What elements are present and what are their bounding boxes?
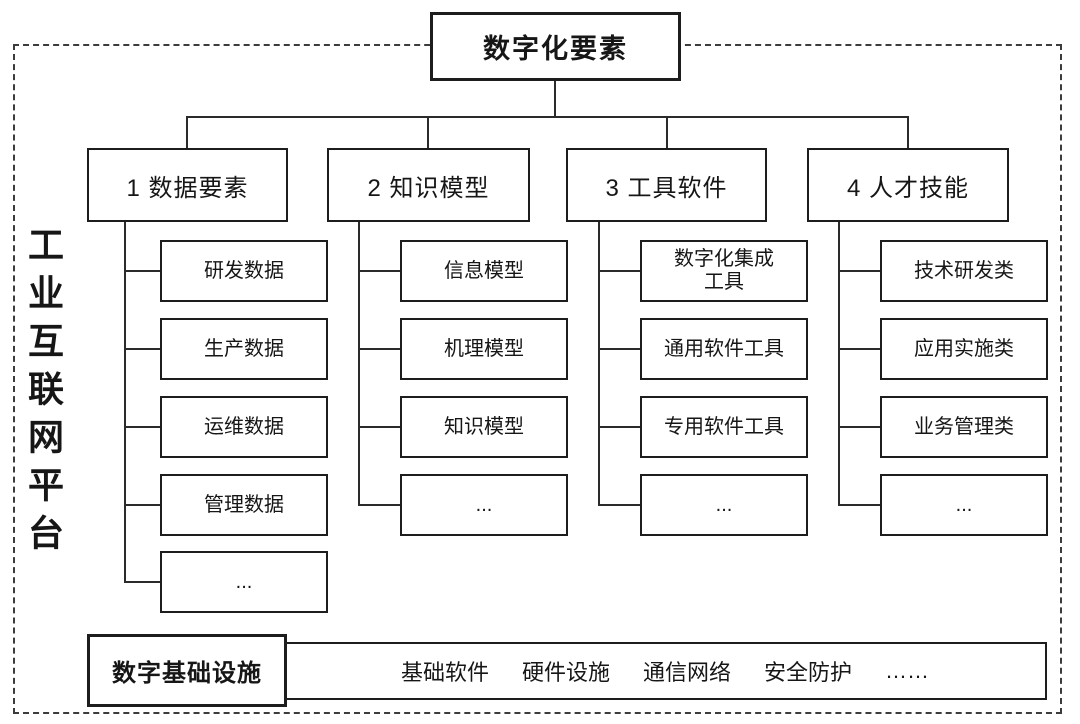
connector-stub (358, 270, 400, 272)
connector-stub (124, 504, 160, 506)
connector-stub (598, 504, 640, 506)
infra-item-security-protection: 安全防护 (764, 660, 853, 685)
connector-stub (598, 270, 640, 272)
node-business-mgmt-category: 业务管理类 (880, 396, 1048, 458)
infra-item-hardware-facilities: 硬件设施 (521, 660, 610, 685)
connector-spine-col2 (358, 222, 360, 506)
connector-stub (358, 426, 400, 428)
node-label: 数字化集成工具 (674, 248, 774, 293)
column-header-data-elements: 1 数据要素 (87, 148, 288, 222)
node-knowledge-model: 知识模型 (400, 396, 568, 458)
platform-vertical-label: 工业互联网平台 (23, 226, 64, 562)
connector-stub (124, 426, 160, 428)
node-digital-integration-tools: 数字化集成工具 (640, 240, 808, 302)
connector-stub (598, 426, 640, 428)
connector-stub (838, 426, 880, 428)
node-data-ellipsis: ... (160, 551, 328, 613)
node-application-impl-category: 应用实施类 (880, 318, 1048, 380)
connector-stub (838, 504, 880, 506)
connector-drop-col3 (666, 116, 668, 148)
column-header-knowledge-models: 2 知识模型 (327, 148, 530, 222)
node-model-ellipsis: ... (400, 474, 568, 536)
node-production-data: 生产数据 (160, 318, 328, 380)
connector-drop-col4 (907, 116, 909, 148)
root-node: 数字化要素 (430, 12, 681, 81)
node-om-data: 运维数据 (160, 396, 328, 458)
infra-item-communication-network: 通信网络 (643, 660, 732, 685)
infrastructure-title-box: 数字基础设施 (87, 634, 287, 707)
column-header-talent-skills: 4 人才技能 (807, 148, 1009, 222)
node-mechanism-model: 机理模型 (400, 318, 568, 380)
infrastructure-bar: 基础软件 硬件设施 通信网络 安全防护 …… (283, 642, 1047, 700)
connector-stub (124, 581, 160, 583)
connector-stub (358, 504, 400, 506)
infra-item-basic-software: 基础软件 (400, 660, 489, 685)
node-tech-rd-category: 技术研发类 (880, 240, 1048, 302)
infra-item-ellipsis: …… (885, 658, 930, 683)
connector-stub (124, 270, 160, 272)
connector-stub (358, 348, 400, 350)
node-tools-ellipsis: ... (640, 474, 808, 536)
connector-root-vertical (554, 81, 556, 117)
node-special-software-tools: 专用软件工具 (640, 396, 808, 458)
connector-drop-col2 (427, 116, 429, 148)
node-skills-ellipsis: ... (880, 474, 1048, 536)
connector-drop-col1 (186, 116, 188, 148)
connector-spine-col1 (124, 222, 126, 583)
connector-spine-col3 (598, 222, 600, 506)
node-information-model: 信息模型 (400, 240, 568, 302)
column-header-tool-software: 3 工具软件 (566, 148, 767, 222)
connector-stub (124, 348, 160, 350)
connector-main-horizontal (186, 116, 909, 118)
node-management-data: 管理数据 (160, 474, 328, 536)
node-rd-data: 研发数据 (160, 240, 328, 302)
node-general-software-tools: 通用软件工具 (640, 318, 808, 380)
connector-stub (598, 348, 640, 350)
connector-spine-col4 (838, 222, 840, 506)
connector-stub (838, 270, 880, 272)
connector-stub (838, 348, 880, 350)
